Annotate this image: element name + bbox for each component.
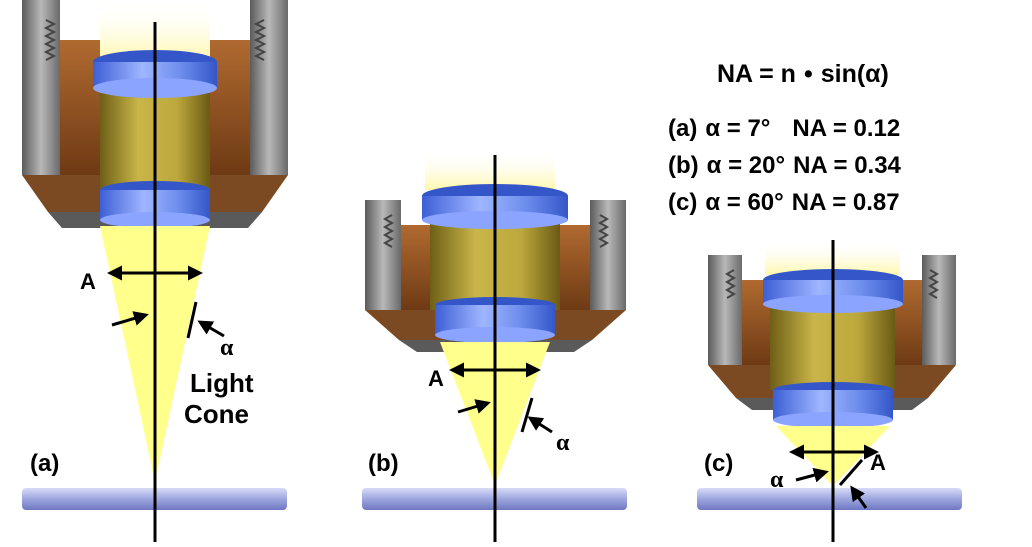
panel-label: (a) [30,450,59,477]
value-row-a: (a)α = 7°NA = 0.12 [668,115,900,142]
light-cone-label-line2: Cone [184,399,249,429]
value-row-b: (b)α = 20°NA = 0.34 [668,152,902,179]
angle-arrow-right [197,320,225,338]
angle-arrow-left [111,311,149,327]
angle-arrow-right [850,485,868,509]
angle-arrow-right [527,416,553,434]
value-row-c: (c)α = 60°NA = 0.87 [668,189,900,216]
equation-block: NA = n•sin(α) (a)α = 7°NA = 0.12 (b)α = … [668,60,902,216]
angle-symbol: α [220,335,234,361]
angle-symbol: α [770,467,784,493]
angle-arrow-left [795,467,829,483]
specimen-slide [697,488,962,510]
angle-arrow-left [457,399,491,414]
objective-housing [365,200,626,352]
cone-edge-marker [520,397,534,433]
panel-b: A α (b) [362,150,627,542]
light-cone-label-line1: Light [190,368,254,398]
equation: NA = n•sin(α) [717,60,889,88]
panel-a: A α Light Cone (a) [22,0,288,542]
aperture-label: A [428,366,444,391]
panel-label: (c) [704,450,733,477]
incoming-beam [425,150,555,190]
angle-symbol: α [556,430,570,456]
cone-edge-marker [838,459,864,486]
aperture-label: A [80,269,96,294]
aperture-label: A [870,450,886,475]
cone-edge-marker [186,301,198,339]
panel-label: (b) [368,450,399,477]
panel-c: A α (c) [697,240,962,542]
